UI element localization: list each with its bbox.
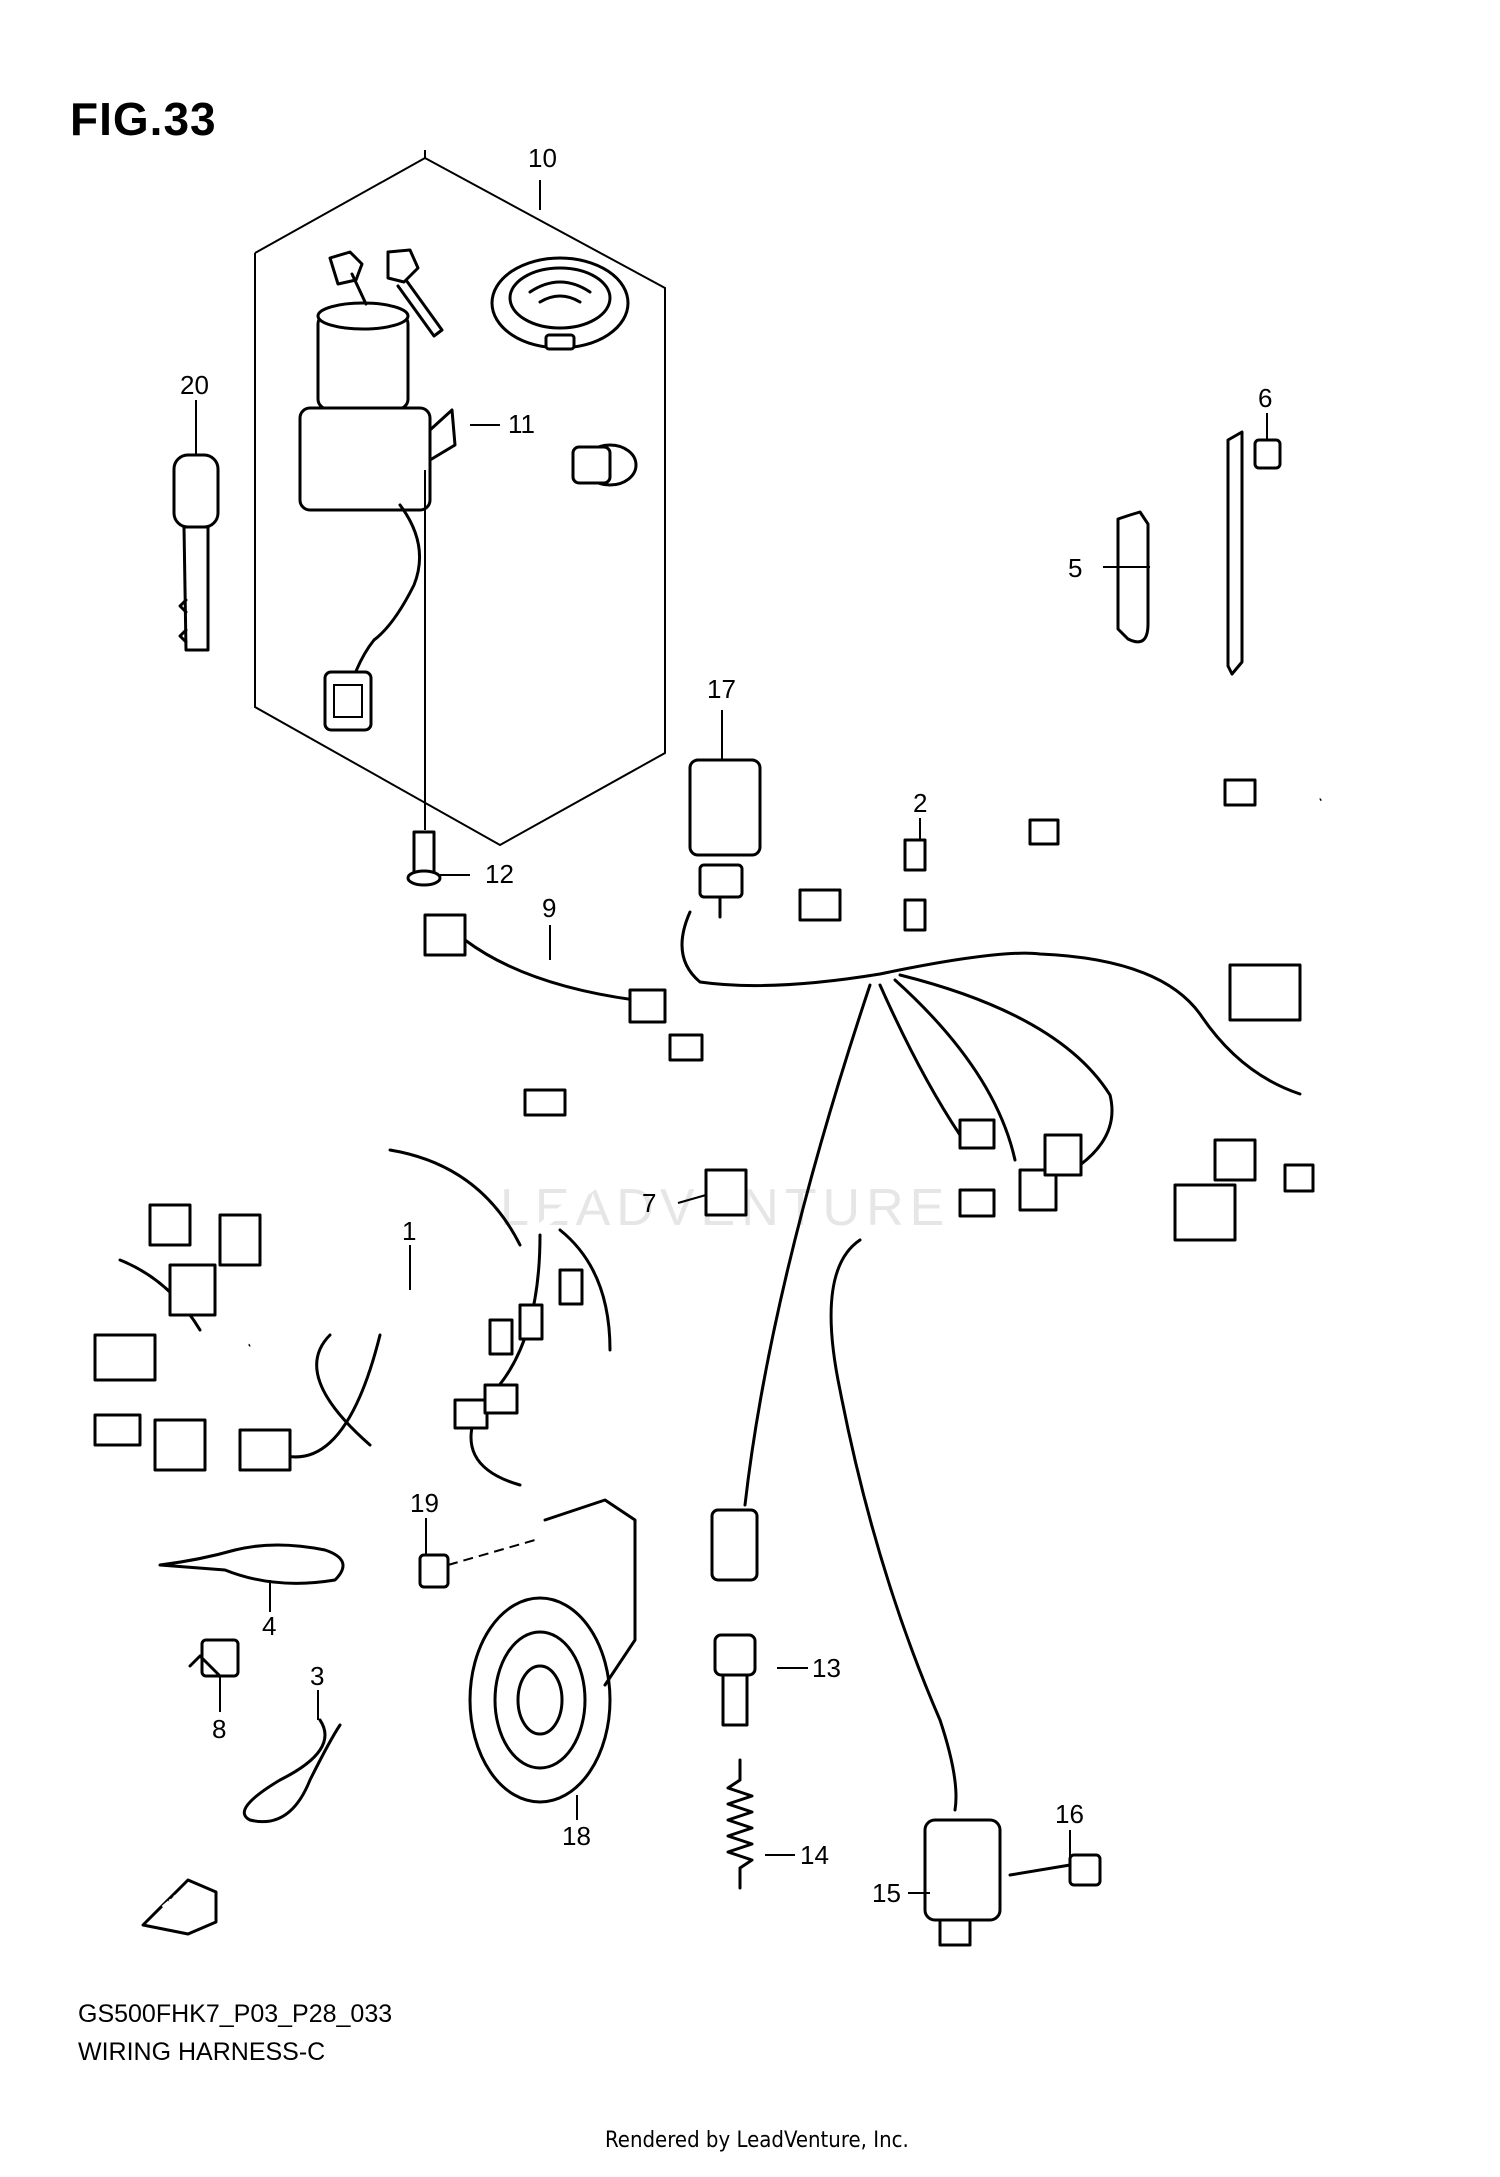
callout-16: 16: [1055, 1799, 1084, 1829]
clamp-3-illustration: [242, 1718, 342, 1824]
ignition-switch-set-group-outline: [254, 150, 666, 847]
callout-12: 12: [485, 859, 514, 889]
callout-17: 17: [707, 674, 736, 704]
callout-8: 8: [212, 1714, 226, 1744]
ignition-switch-illustration: [298, 248, 457, 732]
callout-9: 9: [542, 893, 556, 923]
callout-19: 19: [410, 1488, 439, 1518]
switch-13-illustration: [710, 1508, 759, 1727]
callout-11: 11: [508, 409, 535, 439]
rendered-by-credit: Rendered by LeadVenture, Inc.: [605, 2128, 909, 2153]
relay-17-illustration: [688, 758, 762, 919]
figure-subtitle: WIRING HARNESS-C: [78, 2038, 326, 2066]
bolt-8-illustration: [188, 1638, 240, 1678]
callout-18: 18: [562, 1821, 591, 1851]
callout-leader-lines: [195, 180, 1268, 1894]
callout-14: 14: [800, 1840, 829, 1870]
clamp-4-illustration: [158, 1543, 345, 1585]
clamp-7-illustration: [704, 1168, 748, 1217]
figure-code: GS500FHK7_P03_P28_033: [78, 2000, 393, 2028]
bolt-16-illustration: [1008, 1853, 1102, 1887]
callout-1: 1: [402, 1216, 416, 1246]
forward-direction-arrow-icon: FWD: [141, 1878, 218, 1936]
key-20-illustration: [172, 453, 220, 652]
callout-5: 5: [1068, 553, 1082, 583]
callout-10: 10: [528, 143, 557, 173]
bolt-19-illustration: [418, 1539, 536, 1589]
sub-harness-9-illustration: [423, 913, 667, 1024]
spring-14-illustration: [726, 1758, 754, 1890]
callout-4: 4: [262, 1611, 276, 1641]
callout-20: 20: [180, 370, 209, 400]
cable-tie-6-illustration: [1226, 430, 1282, 676]
seat-lock-illustration: [571, 443, 638, 487]
callout-7: 7: [642, 1188, 656, 1218]
callout-6: 6: [1258, 383, 1272, 413]
callout-3: 3: [310, 1661, 324, 1691]
side-stand-switch-15-illustration: [829, 1238, 1002, 1947]
main-wiring-harness-illustration: [93, 778, 1323, 1507]
screw-12-illustration: [406, 470, 442, 887]
figure-title: FIG.33: [70, 93, 217, 145]
horn-18-illustration: [468, 1498, 637, 1804]
callout-numbers: 10 11 20 5 6 17 2 12 9 1 7 4 3 8 19 18 1…: [180, 143, 1272, 1908]
callout-2: 2: [913, 788, 927, 818]
callout-15: 15: [872, 1878, 901, 1908]
fuel-cap-illustration: [490, 256, 630, 351]
clamp-5-illustration: [1116, 510, 1150, 644]
callout-13: 13: [812, 1653, 841, 1683]
